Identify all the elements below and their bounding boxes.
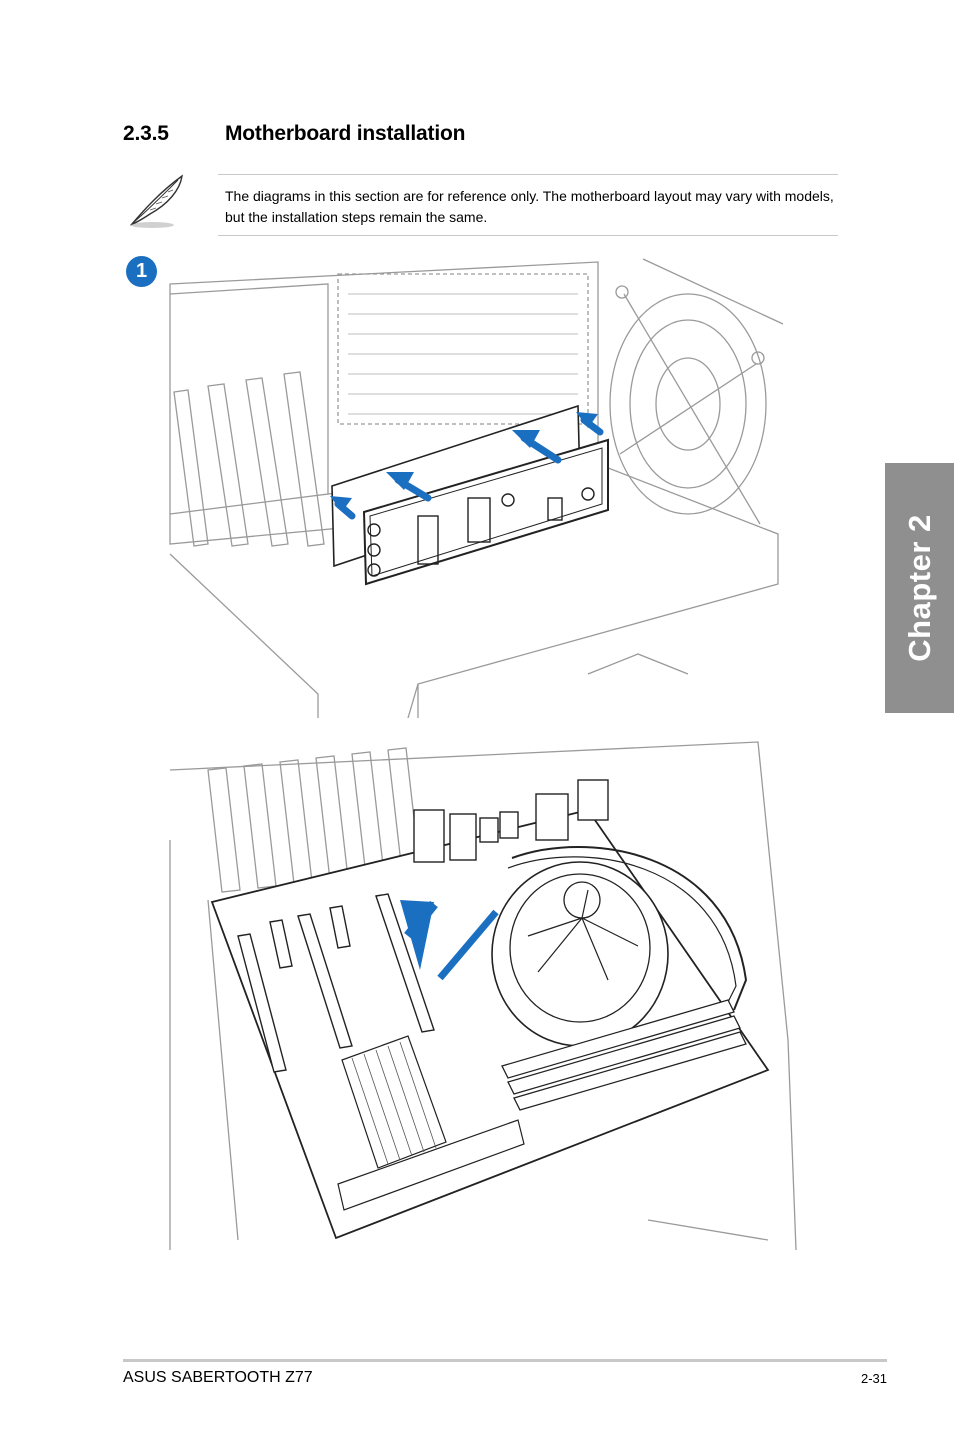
footer-product-name: ASUS SABERTOOTH Z77 — [123, 1369, 313, 1386]
section-title: Motherboard installation — [225, 122, 466, 145]
chapter-tab: Chapter 2 — [885, 463, 954, 713]
section-heading: 2.3.5 Motherboard installation — [123, 122, 465, 146]
note-text: The diagrams in this section are for ref… — [225, 188, 834, 225]
section-number: 2.3.5 — [123, 122, 169, 145]
quill-note-icon — [129, 174, 183, 228]
motherboard-placement-diagram — [169, 741, 797, 1251]
note-box: The diagrams in this section are for ref… — [218, 174, 838, 236]
io-shield-diagram — [169, 258, 784, 718]
step-badge: 1 — [126, 256, 157, 287]
footer-page-number: 2-31 — [860, 1371, 887, 1386]
chapter-tab-label: Chapter 2 — [901, 514, 937, 662]
footer-rule — [123, 1359, 887, 1362]
